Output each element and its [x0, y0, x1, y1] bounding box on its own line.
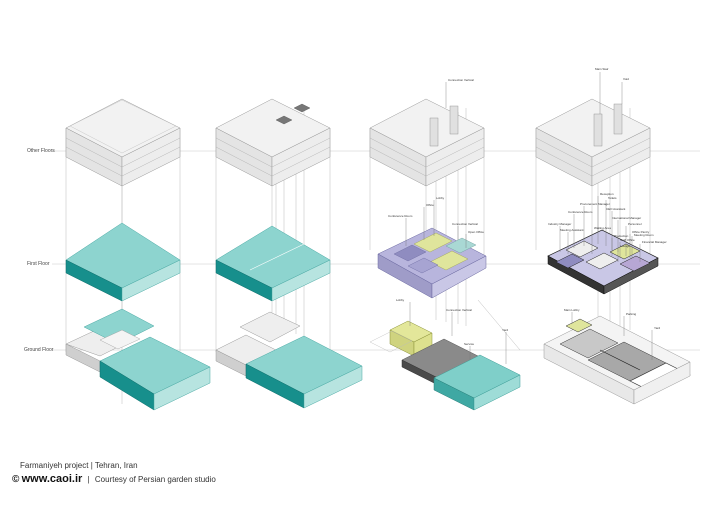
callout-conference-room-4: Conference Room — [568, 210, 593, 214]
column-2 — [215, 98, 363, 409]
callout-ceo-assistant: CEO Assistant — [606, 207, 626, 211]
credit-text: Courtesy of Persian garden studio — [94, 475, 216, 484]
callout-financial-manager: Financial Manager — [642, 240, 667, 244]
callout-international-manager: International Manager — [612, 216, 641, 220]
first-floor-plan-3 — [377, 227, 487, 299]
callout-connection-vertical-top: Connection Vertical — [448, 78, 474, 82]
callout-parking: Parking — [626, 312, 637, 316]
ground-floor-block-2 — [215, 311, 363, 409]
callout-meeting-room: Meeting Room — [634, 233, 654, 237]
callout-connection-vertical-mid: Connection Vertical — [452, 222, 478, 226]
other-floors-block-1 — [65, 98, 181, 187]
separator: | — [87, 475, 90, 484]
callout-procurement-manager: Procurement Manager — [580, 202, 610, 206]
callout-connection-vertical-ground: Connection Vertical — [446, 308, 472, 312]
label-first-floor: First Floor — [27, 261, 50, 267]
ground-floor-block-1 — [65, 308, 211, 411]
other-floors-block-4 — [535, 98, 651, 187]
other-floors-block-3 — [369, 98, 485, 187]
callout-office-pantry: Office Pantry — [632, 230, 650, 234]
callout-main-stair: Main Stair — [595, 67, 609, 71]
callout-lounge: Lounge — [620, 244, 630, 248]
project-caption: Farmaniyeh project | Tehran, Iran — [20, 461, 138, 470]
callout-yard: Yard — [502, 328, 508, 332]
callout-main-lobby: Main Lobby — [564, 308, 580, 312]
callout-conference-room: Conference Room — [388, 214, 413, 218]
column-3: Connection Vertical Lobby Office Confere… — [369, 78, 521, 411]
ground-floor-plan-3 — [369, 320, 521, 411]
first-floor-slab-1 — [65, 222, 181, 302]
label-ground-floor: Ground Floor — [24, 347, 54, 353]
copyright-icon: © — [12, 474, 20, 485]
callout-waiting-area: Waiting Area — [594, 226, 611, 230]
callout-staff-office: Staff Office — [620, 238, 635, 242]
ground-floor-plan-4 — [543, 315, 691, 405]
site-link[interactable]: www.caoi.ir — [21, 473, 83, 485]
callout-yard-4: Yard — [654, 326, 660, 330]
callout-open-office: Open Office — [468, 230, 484, 234]
callout-toilets: Toilets — [608, 196, 617, 200]
callout-personnel: Personnel — [628, 222, 642, 226]
callout-service: Service — [464, 342, 474, 346]
callout-office: Office — [426, 203, 434, 207]
label-other-floors: Other Floors — [27, 148, 55, 154]
other-floors-block-2 — [215, 98, 331, 187]
callout-meeting-assistant: Meeting Assistant — [560, 228, 584, 232]
column-1 — [65, 98, 211, 411]
column-4: Main Stair Void Reception Toilets Procur… — [535, 67, 691, 405]
callout-industry-manager: Industry Manager — [548, 222, 571, 226]
callout-void: Void — [623, 77, 629, 81]
first-floor-plan-4 — [547, 229, 659, 295]
callout-reception: Reception — [600, 192, 614, 196]
callout-ground-lobby: Lobby — [396, 298, 405, 302]
callout-production: Production — [614, 234, 629, 238]
credit-line: © www.caoi.ir | Courtesy of Persian gard… — [12, 473, 216, 485]
first-floor-slab-2 — [215, 225, 331, 302]
callout-lobby: Lobby — [436, 196, 445, 200]
